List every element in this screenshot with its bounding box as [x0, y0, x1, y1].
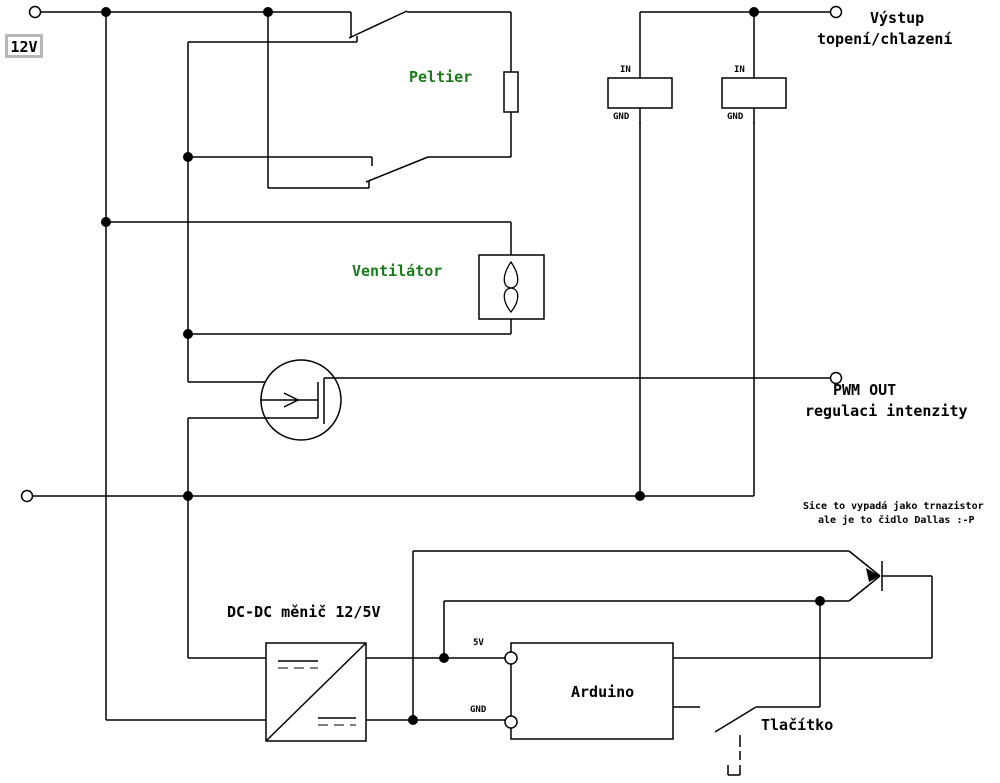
mosfet [188, 359, 834, 441]
arduino-board [510, 642, 674, 740]
fan-label: Ventilátor [352, 262, 442, 280]
peltier-element [503, 71, 519, 113]
button-label: Tlačítko [761, 716, 833, 734]
output-label-line1: Výstup [870, 9, 924, 27]
pwm-label-line2: regulaci intenzity [805, 402, 968, 420]
arduino [504, 642, 932, 740]
ground-rail [20, 122, 755, 503]
dcdc-converter [188, 642, 511, 742]
arduino-gnd-pin [504, 715, 518, 729]
supply-voltage-badge: 12V [5, 34, 43, 58]
peltier-label: Peltier [409, 68, 472, 86]
relay-1 [607, 77, 673, 109]
arduino-label: Arduino [571, 683, 634, 701]
dcdc-label: DC-DC měnič 12/5V [227, 603, 381, 621]
pwm-terminal [829, 371, 843, 385]
output-relays: IN GND IN GND [607, 5, 843, 124]
sensor-arrow-icon [866, 568, 880, 582]
arduino-5v-pin [504, 651, 518, 665]
peltier-switches [188, 10, 512, 189]
junction-dots [101, 7, 825, 725]
sensor-note-line2: ale je to čidlo Dallas :-P [818, 514, 975, 526]
supply-terminal [28, 5, 42, 19]
arduino-gnd-label: GND [470, 705, 487, 715]
output-terminal [829, 5, 843, 19]
relay-1-in-label: IN [620, 65, 631, 75]
push-button [714, 601, 821, 776]
relay-2-gnd-label: GND [727, 112, 744, 122]
relay-2 [721, 77, 787, 109]
supply-voltage-label: 12V [10, 38, 38, 56]
dallas-sensor [412, 550, 933, 720]
fan-icon [478, 254, 545, 320]
fan [188, 254, 545, 335]
sensor-note-line1: Sice to vypadá jako trnazistor [803, 500, 984, 512]
ground-terminal [20, 489, 34, 503]
pwm-label-line1: PWM OUT [833, 381, 896, 399]
arduino-5v-label: 5V [473, 638, 484, 648]
output-label-line2: topení/chlazení [817, 30, 952, 48]
relay-1-gnd-label: GND [613, 112, 630, 122]
relay-2-in-label: IN [734, 65, 745, 75]
